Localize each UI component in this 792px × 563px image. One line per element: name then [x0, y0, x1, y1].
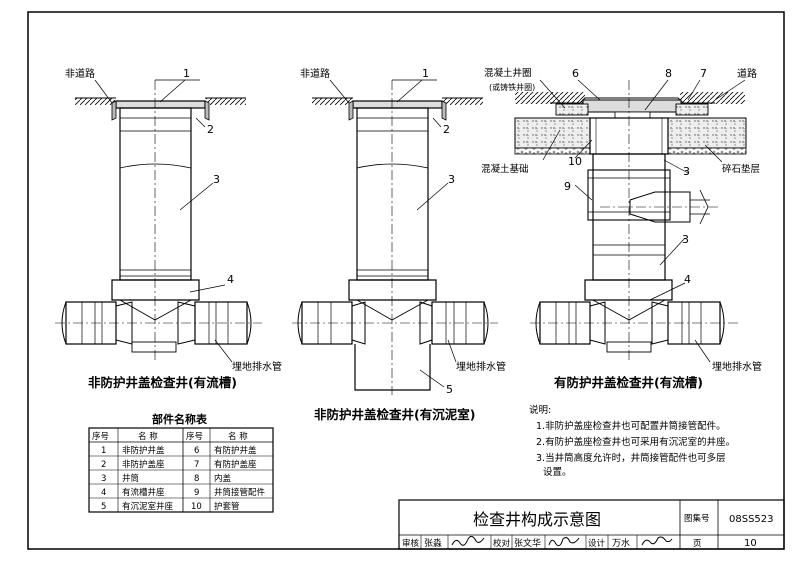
review-label: 审核 — [402, 538, 420, 549]
reviewer-name: 张淼 — [424, 537, 442, 549]
table-cell: 6 — [194, 446, 199, 456]
label-road: 道路 — [737, 67, 757, 80]
note-line: 1.非防护盖座检查井也可配置井筒接管配件。 — [536, 420, 726, 432]
label-non-road-middle: 非道路 — [300, 67, 330, 80]
table-cell: 非防护井盖 — [122, 445, 165, 456]
label-gravel-cushion: 碎石垫层 — [722, 163, 760, 175]
note-line: 设置。 — [543, 467, 572, 478]
callout-5-middle: 5 — [446, 383, 453, 396]
parts-table: 部件名称表 序号 名 称 序号 名 称 1 非防护井盖 6 有防护井盖 2 非防… — [88, 412, 274, 513]
drawing-labels: 非道路 1 2 3 4 埋地排水管 非防护井盖检查井(有流槽) 非道路 1 2 … — [65, 67, 762, 422]
label-cast-iron-ring: (或铸铁井圈) — [489, 82, 535, 92]
callout-3-right-top: 3 — [683, 165, 690, 178]
callout-2-left: 2 — [207, 123, 214, 136]
atlas-number: 08SS523 — [729, 514, 774, 525]
table-cell: 非防护盖座 — [122, 459, 165, 470]
callout-4-right: 4 — [684, 273, 691, 286]
table-cell: 9 — [194, 488, 199, 498]
left-well-drawing — [55, 79, 262, 363]
title-block: 检查井构成示意图 图集号 08SS523 审核 张淼 校对 张文华 设计 万水 … — [398, 499, 785, 550]
designer-signature — [641, 536, 673, 546]
table-cell: 护套管 — [214, 501, 240, 512]
callout-8: 8 — [665, 67, 672, 80]
callout-4-left: 4 — [227, 273, 234, 286]
callout-7: 7 — [700, 67, 707, 80]
design-label: 设计 — [588, 538, 606, 549]
callout-10: 10 — [568, 155, 582, 168]
table-cell: 有防护盖座 — [214, 459, 257, 470]
table-cell: 1 — [101, 446, 106, 456]
callout-3-middle: 3 — [448, 173, 455, 186]
caption-right: 有防护井盖检查井(有流槽) — [554, 375, 703, 390]
label-buried-pipe-right: 埋地排水管 — [712, 360, 762, 373]
callout-2-middle: 2 — [443, 123, 450, 136]
callout-6: 6 — [572, 67, 579, 80]
drawing-title: 检查井构成示意图 — [473, 510, 601, 529]
callout-1-left: 1 — [183, 67, 190, 80]
table-cell: 有防护井盖 — [214, 445, 257, 456]
middle-well-drawing — [292, 79, 498, 395]
table-cell: 10 — [191, 502, 202, 512]
callout-9: 9 — [564, 180, 571, 193]
table-header-name-2: 名 称 — [228, 431, 248, 442]
table-cell: 4 — [101, 488, 106, 498]
page-label: 页 — [693, 539, 702, 549]
note-line: 2.有防护盖座检查井也可采用有沉泥室的井座。 — [536, 436, 735, 448]
caption-left: 非防护井盖检查井(有流槽) — [88, 375, 237, 390]
label-buried-pipe-middle: 埋地排水管 — [456, 360, 506, 373]
caption-middle: 非防护井盖检查井(有沉泥室) — [314, 407, 475, 422]
table-cell: 内盖 — [214, 473, 232, 484]
notes-title: 说明: — [529, 404, 551, 416]
table-header-no-2: 序号 — [186, 431, 203, 442]
check-label: 校对 — [493, 538, 511, 549]
label-buried-pipe-left: 埋地排水管 — [232, 360, 282, 373]
table-header-name-1: 名 称 — [138, 431, 158, 442]
table-cell: 井筒接管配件 — [214, 487, 266, 498]
callout-3-right: 3 — [682, 233, 689, 246]
table-cell: 3 — [101, 474, 106, 484]
table-cell: 8 — [194, 474, 199, 484]
designer-name: 万水 — [612, 537, 630, 549]
checker-signature — [548, 537, 580, 547]
parts-table-title: 部件名称表 — [152, 412, 208, 426]
table-cell: 5 — [101, 502, 106, 512]
table-cell: 有流槽井座 — [122, 487, 165, 498]
notes: 说明: 1.非防护盖座检查井也可配置井筒接管配件。 2.有防护盖座检查井也可采用… — [529, 404, 735, 478]
table-cell: 2 — [101, 460, 106, 470]
note-line: 3.当井筒高度允许时，井筒接管配件也可多层 — [536, 452, 726, 464]
callout-1-middle: 1 — [422, 67, 429, 80]
label-concrete-ring: 混凝土井圈 — [484, 67, 532, 79]
table-cell: 井筒 — [122, 473, 139, 484]
right-well-drawing — [514, 79, 747, 363]
table-cell: 7 — [194, 460, 199, 470]
page-number: 10 — [744, 538, 757, 549]
atlas-label: 图集号 — [684, 513, 710, 524]
reviewer-signature — [451, 535, 485, 546]
callout-3-left: 3 — [213, 173, 220, 186]
table-cell: 有沉泥室井座 — [122, 501, 174, 512]
table-header-no-1: 序号 — [92, 431, 109, 442]
checker-name: 张文华 — [514, 537, 541, 549]
label-non-road-left: 非道路 — [65, 67, 95, 80]
label-concrete-base: 混凝土基础 — [481, 163, 529, 175]
